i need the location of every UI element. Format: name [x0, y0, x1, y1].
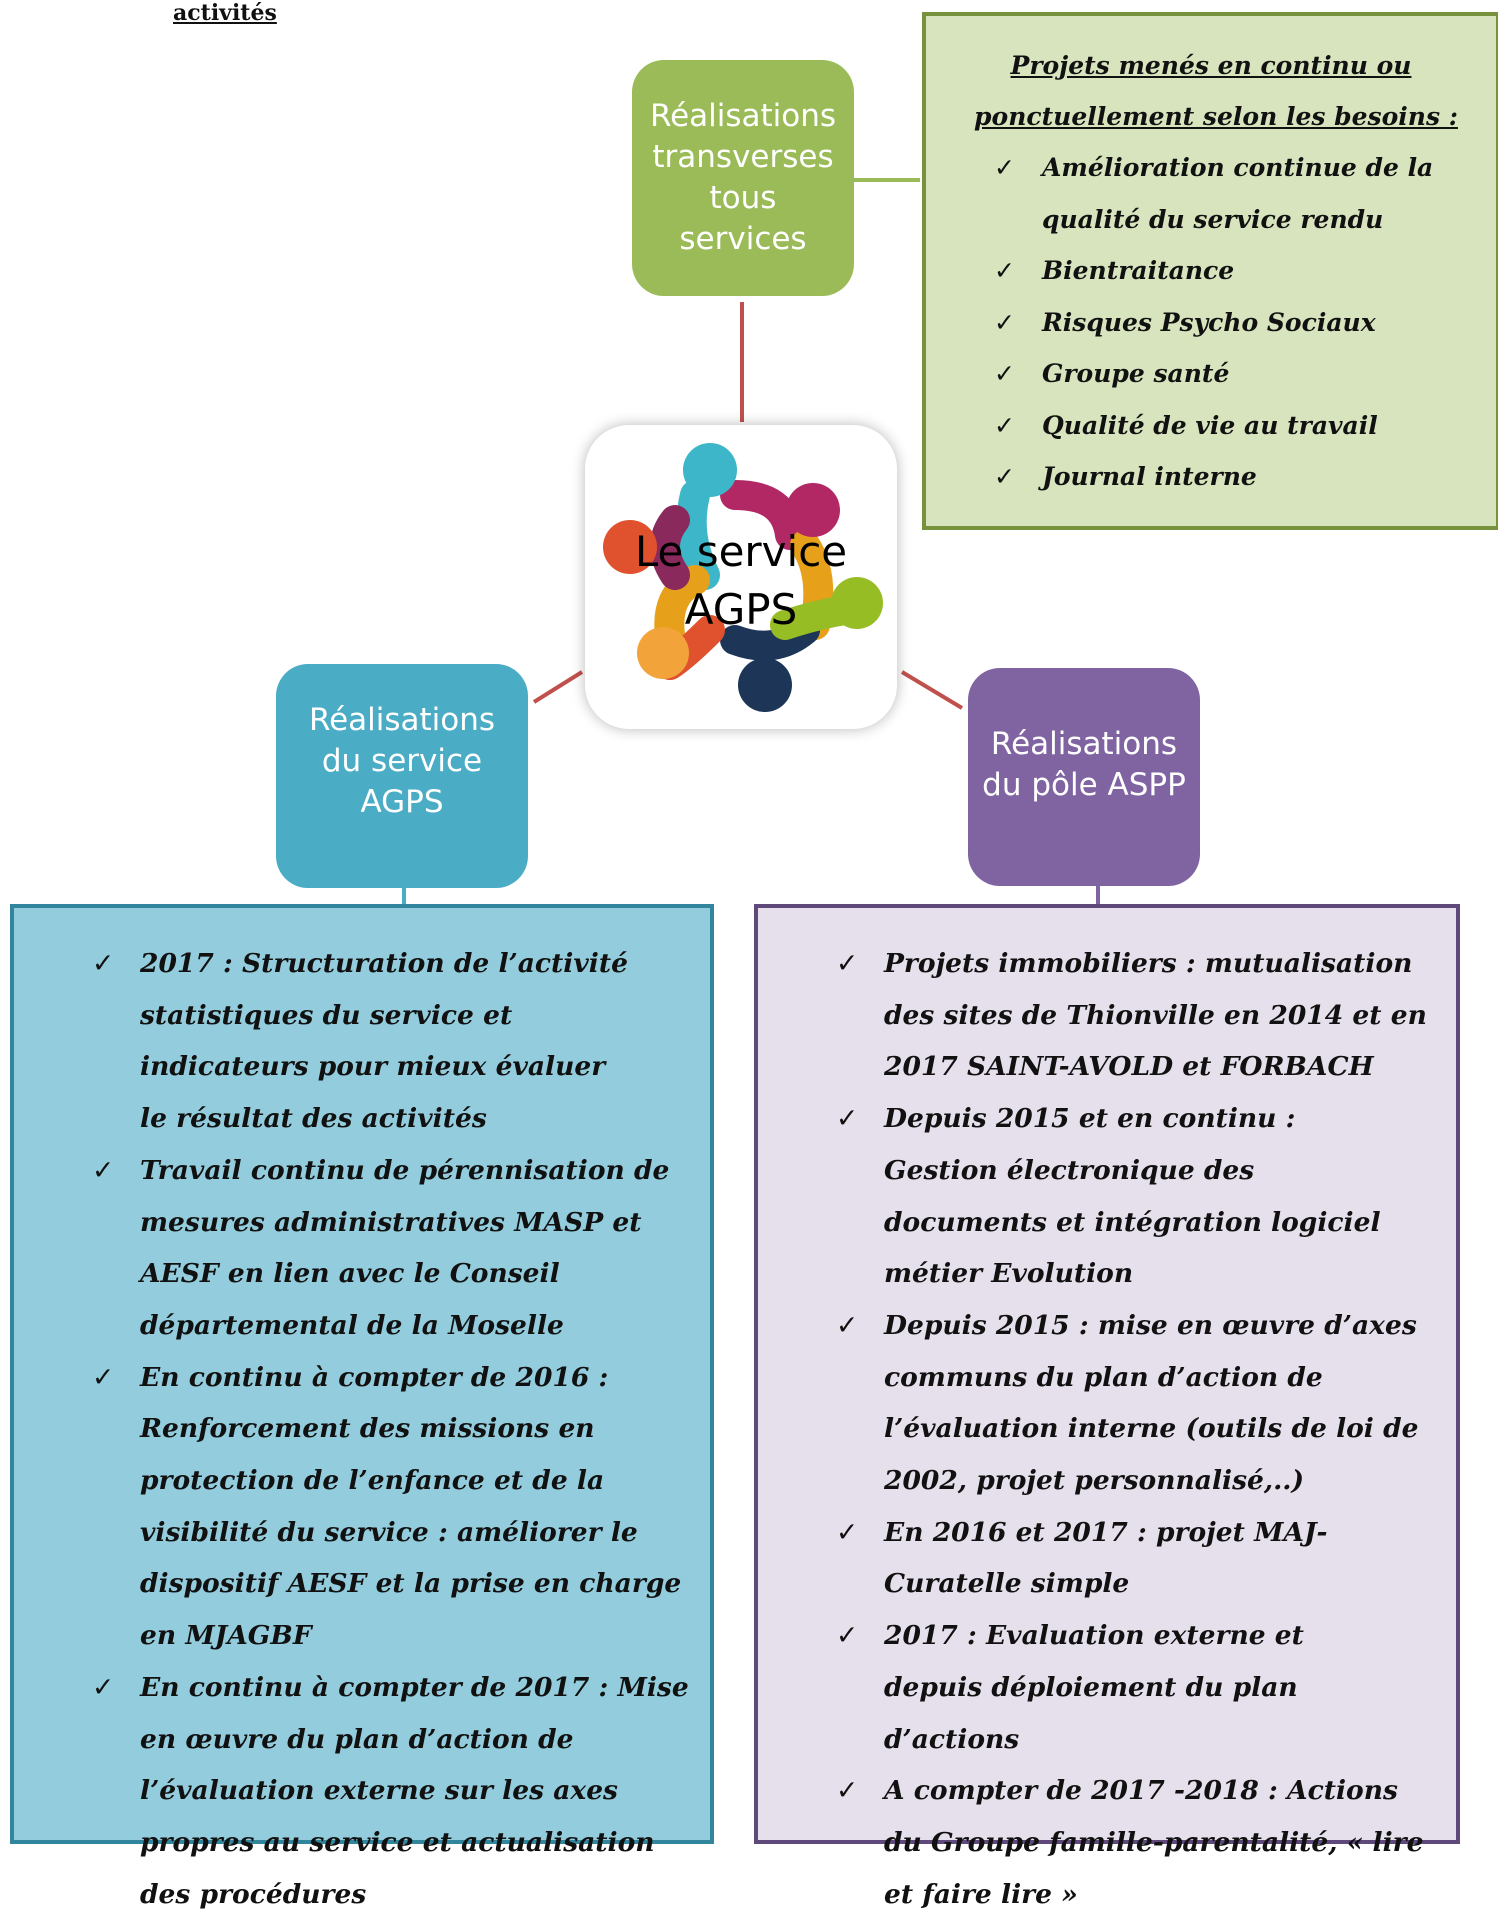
person-head-teal	[683, 443, 737, 497]
list-item: Bientraitance	[994, 245, 1476, 297]
list-item: 2017 : Structuration de l’activité stati…	[92, 938, 690, 1145]
node-service-label: Réalisations du service AGPS	[308, 701, 496, 820]
list-item: Projets immobiliers : mutualisation des …	[836, 938, 1436, 1093]
list-item: En continu à compter de 2017 : Mise en œ…	[92, 1662, 690, 1920]
people-circle-icon	[603, 443, 883, 712]
node-transverse: Réalisations transverses tous services	[632, 60, 854, 296]
list-item: Groupe santé	[994, 348, 1476, 400]
transverse-projects-box: Projets menés en continu ou ponctuelleme…	[922, 12, 1498, 530]
person-head-magenta	[786, 483, 840, 537]
list-item: En continu à compter de 2016 : Renforcem…	[92, 1352, 690, 1662]
pole-achievements-box: Projets immobiliers : mutualisation des …	[754, 904, 1460, 1910]
node-pole: Réalisations du pôle ASPP	[968, 668, 1200, 886]
list-item: Travail continu de pérennisation de mesu…	[92, 1145, 690, 1352]
person-head-red	[603, 520, 657, 574]
list-item: Journal interne	[994, 451, 1476, 503]
transverse-heading-line1: Projets menés en continu ou	[1010, 51, 1412, 80]
person-head-green	[831, 577, 883, 629]
service-achievements-box: 2017 : Structuration de l’activité stati…	[10, 904, 714, 1910]
node-service: Réalisations du service AGPS	[276, 664, 528, 888]
section-title-fragment: activités	[173, 0, 277, 26]
list-item: Depuis 2015 et en continu : Gestion élec…	[836, 1093, 1436, 1300]
list-item: A compter de 2017 -2018 : Actions du Gro…	[836, 1765, 1436, 1920]
person-head-orange	[637, 627, 689, 679]
connector-center-to-service	[532, 670, 584, 704]
person-head-navy	[738, 658, 792, 712]
pole-list: Projets immobiliers : mutualisation des …	[836, 938, 1436, 1920]
list-item: Qualité de vie au travail	[994, 400, 1476, 452]
list-item: Amélioration continue de la qualité du s…	[994, 142, 1476, 245]
list-item: 2017 : Evaluation externe et depuis dépl…	[836, 1610, 1436, 1765]
transverse-heading-line2: ponctuellement selon les besoins :	[974, 102, 1458, 131]
center-node: Le service AGPS	[585, 425, 897, 729]
list-item: Risques Psycho Sociaux	[994, 297, 1476, 349]
list-item: Depuis 2015 : mise en œuvre d’axes commu…	[836, 1300, 1436, 1507]
node-pole-label: Réalisations du pôle ASPP	[982, 725, 1186, 803]
center-title: Le service AGPS	[634, 527, 848, 634]
list-item: En 2016 et 2017 : projet MAJ- Curatelle …	[836, 1507, 1436, 1610]
connector-center-to-pole	[900, 670, 964, 710]
transverse-list: Amélioration continue de la qualité du s…	[994, 142, 1476, 503]
node-transverse-label: Réalisations transverses tous services	[649, 98, 837, 257]
service-list: 2017 : Structuration de l’activité stati…	[92, 938, 690, 1920]
